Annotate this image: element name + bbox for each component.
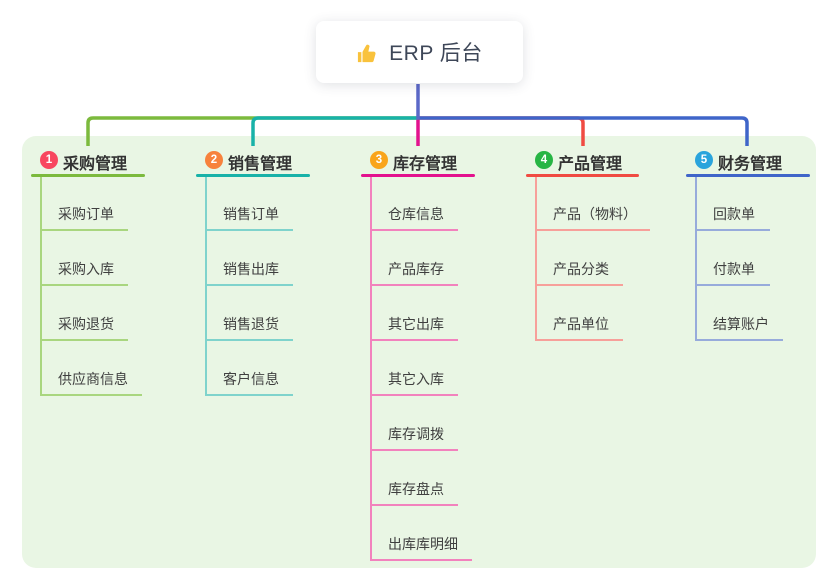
branch-title[interactable]: 库存管理 — [393, 156, 458, 173]
child-item[interactable]: 产品库存 — [388, 261, 444, 277]
child-item[interactable]: 其它出库 — [388, 316, 444, 332]
child-underline — [205, 339, 293, 341]
child-underline — [535, 339, 623, 341]
root-node[interactable]: ERP 后台 — [316, 21, 523, 83]
child-underline — [40, 394, 142, 396]
child-underline — [370, 449, 458, 451]
branch-badge: 4 — [535, 151, 553, 169]
child-item[interactable]: 采购订单 — [58, 206, 114, 222]
child-item[interactable]: 客户信息 — [223, 371, 279, 387]
child-item[interactable]: 产品（物料） — [553, 206, 637, 222]
branch-underline — [196, 174, 310, 177]
child-underline — [370, 504, 458, 506]
child-item[interactable]: 产品分类 — [553, 261, 609, 277]
child-underline — [695, 229, 770, 231]
child-connector-line — [535, 177, 537, 341]
branch-connector — [418, 116, 585, 146]
child-item[interactable]: 付款单 — [713, 261, 755, 277]
branch-underline — [686, 174, 810, 177]
child-underline — [40, 339, 128, 341]
thumbs-up-icon — [358, 44, 376, 62]
child-connector-line — [40, 177, 42, 396]
child-item[interactable]: 库存盘点 — [388, 481, 444, 497]
child-item[interactable]: 回款单 — [713, 206, 755, 222]
child-item[interactable]: 销售退货 — [223, 316, 279, 332]
child-item[interactable]: 采购退货 — [58, 316, 114, 332]
branch-badge: 2 — [205, 151, 223, 169]
child-underline — [205, 229, 293, 231]
branch-underline — [526, 174, 639, 177]
branch-title[interactable]: 财务管理 — [718, 156, 783, 173]
branch-underline — [361, 174, 475, 177]
child-underline — [40, 229, 128, 231]
branch-connector — [251, 116, 418, 146]
branch-title[interactable]: 采购管理 — [63, 156, 128, 173]
child-item[interactable]: 出库库明细 — [388, 536, 458, 552]
child-underline — [695, 284, 770, 286]
child-item[interactable]: 仓库信息 — [388, 206, 444, 222]
branch-connector — [418, 116, 749, 146]
child-item[interactable]: 销售出库 — [223, 261, 279, 277]
branches-panel — [22, 136, 816, 568]
branch-title[interactable]: 销售管理 — [228, 156, 293, 173]
branch-title[interactable]: 产品管理 — [558, 156, 623, 173]
branch-underline — [31, 174, 145, 177]
child-underline — [535, 229, 650, 231]
child-underline — [205, 394, 293, 396]
child-item[interactable]: 库存调拨 — [388, 426, 444, 442]
root-title: ERP 后台 — [389, 42, 483, 65]
child-connector-line — [370, 177, 372, 561]
child-connector-line — [205, 177, 207, 396]
child-underline — [370, 394, 458, 396]
child-item[interactable]: 供应商信息 — [58, 371, 128, 387]
child-item[interactable]: 产品单位 — [553, 316, 609, 332]
child-underline — [370, 339, 458, 341]
child-connector-line — [695, 177, 697, 341]
branch-connector — [86, 116, 418, 146]
child-item[interactable]: 采购入库 — [58, 261, 114, 277]
child-item[interactable]: 销售订单 — [223, 206, 279, 222]
child-underline — [370, 229, 458, 231]
child-underline — [205, 284, 293, 286]
child-underline — [695, 339, 783, 341]
child-item[interactable]: 结算账户 — [713, 316, 769, 332]
child-underline — [370, 559, 472, 561]
child-underline — [535, 284, 623, 286]
child-item[interactable]: 其它入库 — [388, 371, 444, 387]
child-underline — [40, 284, 128, 286]
branch-badge: 5 — [695, 151, 713, 169]
branch-badge: 1 — [40, 151, 58, 169]
child-underline — [370, 284, 458, 286]
branch-badge: 3 — [370, 151, 388, 169]
